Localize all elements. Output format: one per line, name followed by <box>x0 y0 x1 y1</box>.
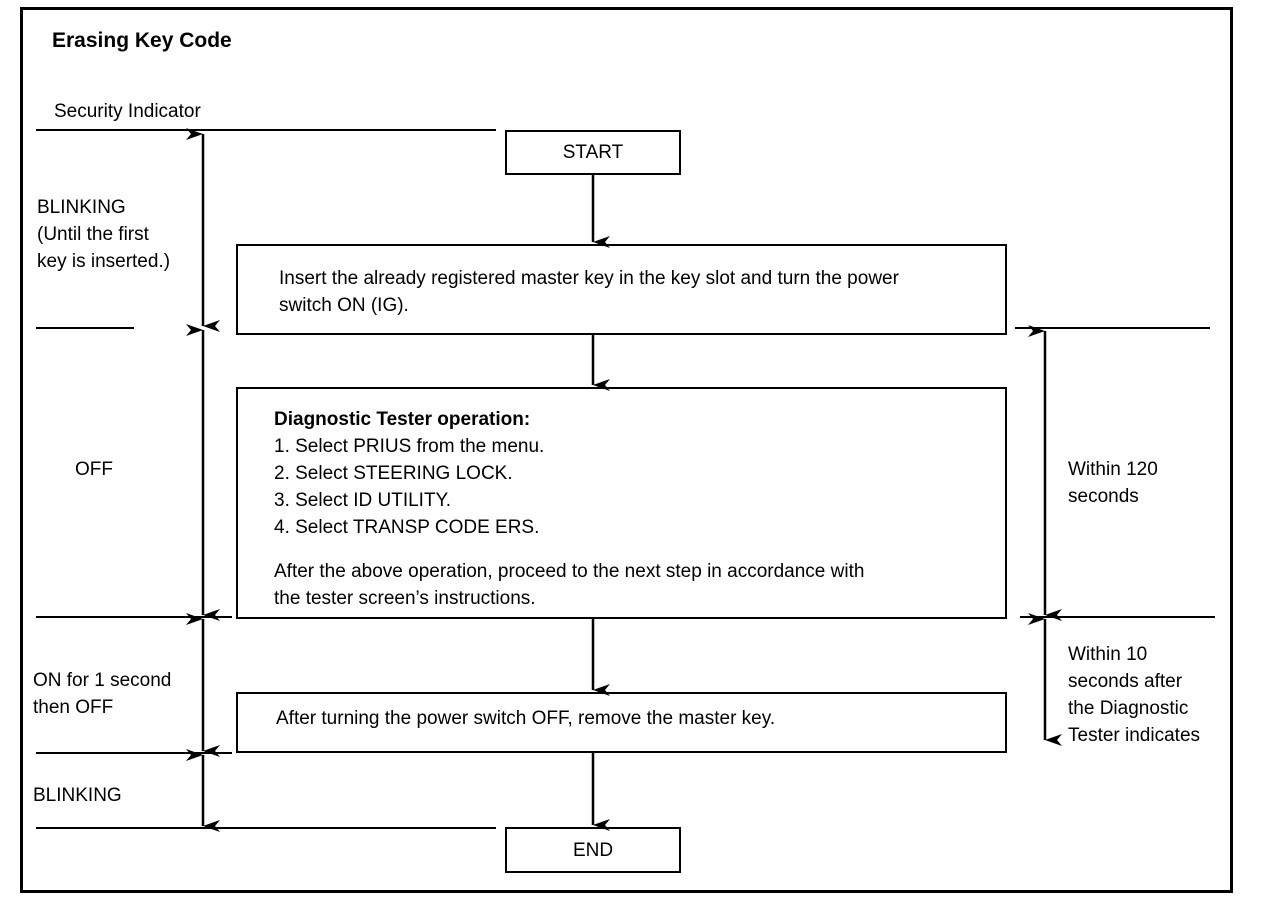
timing-text: seconds after <box>1068 671 1183 692</box>
step-diagnostic-box: Diagnostic Tester operation: 1. Select P… <box>236 387 1007 619</box>
diagram-frame <box>20 7 1233 893</box>
step-insert-key-box: Insert the already registered master key… <box>236 244 1007 335</box>
state-text: (Until the first <box>37 224 149 245</box>
end-box: END <box>505 827 681 873</box>
state-text: ON for 1 second <box>33 670 172 691</box>
state-blinking-final: BLINKING <box>33 785 122 806</box>
diagnostic-item: 3. Select ID UTILITY. <box>274 490 452 511</box>
timing-within-10-seconds: Within 10 seconds after the Diagnostic T… <box>1068 641 1200 749</box>
step-text: After turning the power switch OFF, remo… <box>276 708 776 729</box>
separator-line <box>1015 327 1210 329</box>
diagnostic-item: 1. Select PRIUS from the menu. <box>274 436 545 457</box>
diagnostic-note: After the above operation, proceed to th… <box>274 561 865 582</box>
timing-within-120-seconds: Within 120 seconds <box>1068 456 1158 510</box>
start-label: START <box>562 142 624 163</box>
diagram-title: Erasing Key Code <box>52 29 232 52</box>
security-indicator-header: Security Indicator <box>54 101 201 122</box>
separator-line <box>1020 616 1215 618</box>
separator-line <box>36 129 496 131</box>
separator-line <box>36 827 496 829</box>
step-remove-key-box: After turning the power switch OFF, remo… <box>236 692 1007 753</box>
start-box: START <box>505 130 681 175</box>
diagnostic-note: the tester screen’s instructions. <box>274 588 536 609</box>
separator-line <box>36 752 232 754</box>
diagnostic-item: 2. Select STEERING LOCK. <box>274 463 513 484</box>
state-on-then-off: ON for 1 second then OFF <box>33 667 171 721</box>
separator-line <box>36 327 134 329</box>
separator-line <box>36 616 232 618</box>
timing-text: Tester indicates <box>1068 725 1201 746</box>
state-off: OFF <box>75 459 113 480</box>
diagnostic-item: 4. Select TRANSP CODE ERS. <box>274 517 540 538</box>
timing-text: the Diagnostic <box>1068 698 1189 719</box>
timing-text: seconds <box>1068 486 1139 507</box>
step-text: switch ON (IG). <box>279 295 409 316</box>
diagnostic-heading: Diagnostic Tester operation: <box>274 409 531 430</box>
state-text: BLINKING <box>37 197 126 218</box>
state-text: key is inserted.) <box>37 251 171 272</box>
step-text: Insert the already registered master key… <box>279 268 899 289</box>
end-label: END <box>572 839 614 861</box>
timing-text: Within 120 <box>1068 459 1158 480</box>
timing-text: Within 10 <box>1068 644 1148 665</box>
state-blinking-initial: BLINKING (Until the first key is inserte… <box>37 194 170 275</box>
state-text: then OFF <box>33 697 114 718</box>
